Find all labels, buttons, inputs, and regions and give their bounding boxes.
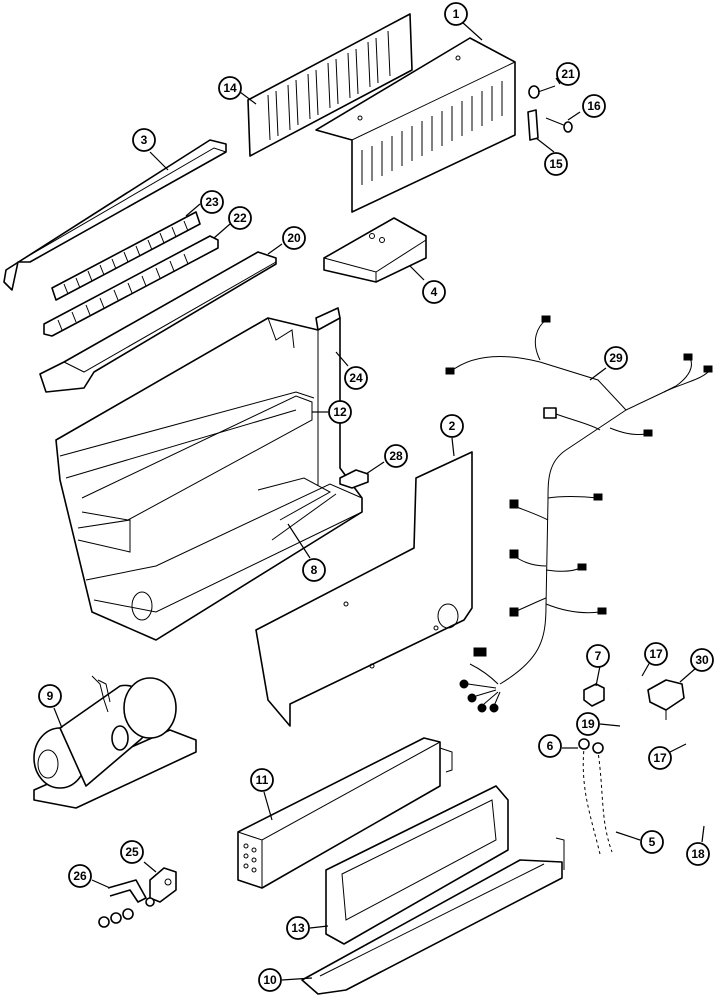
part-17-hose-lower: [668, 713, 693, 761]
svg-text:4: 4: [431, 285, 438, 299]
svg-text:16: 16: [587, 99, 601, 113]
svg-text:29: 29: [609, 351, 623, 365]
part-9-blower: [33, 675, 197, 809]
part-20-bracket: [39, 251, 277, 393]
svg-text:11: 11: [256, 773, 269, 787]
part-22-rail: [43, 235, 219, 337]
part-10-drain-pan: [301, 837, 565, 995]
svg-text:10: 10: [263, 973, 277, 987]
part-28-bracket: [339, 469, 369, 489]
part-24-duct: [315, 307, 341, 331]
callout-7: 7: [586, 644, 610, 687]
svg-text:3: 3: [141, 133, 148, 147]
part-17-hose-upper: [626, 675, 647, 691]
svg-text:22: 22: [233, 211, 247, 225]
svg-text:26: 26: [73, 869, 87, 883]
part-13-filter-frame: [325, 785, 509, 945]
part-23-strip: [51, 211, 201, 301]
callout-1: 1: [444, 2, 483, 41]
part-29-wiring-harness: [445, 315, 713, 713]
part-7-fitting: [583, 683, 605, 707]
part-25-bracket: [145, 867, 177, 907]
callout-2: 2: [440, 414, 464, 457]
svg-text:28: 28: [389, 449, 403, 463]
svg-text:25: 25: [125, 845, 139, 859]
callout-17-upper: 17: [641, 642, 668, 677]
svg-text:17: 17: [653, 751, 667, 765]
svg-text:7: 7: [595, 649, 602, 663]
part-4-control-box: [323, 217, 427, 283]
svg-text:19: 19: [581, 717, 595, 731]
part-21-screw: [528, 85, 556, 99]
callout-6: 6: [538, 734, 578, 758]
callouts: 1 21 14 16 3 15 23 22 20 4 29 24 12 2 28…: [38, 2, 714, 992]
svg-text:14: 14: [223, 81, 237, 95]
svg-text:23: 23: [205, 195, 219, 209]
svg-text:18: 18: [691, 847, 705, 861]
part-15-clip: [527, 109, 539, 141]
callout-21: 21: [555, 62, 580, 86]
callout-26: 26: [68, 864, 111, 889]
svg-text:2: 2: [449, 419, 456, 433]
callout-29: 29: [589, 346, 628, 381]
svg-text:13: 13: [291, 921, 305, 935]
callout-16: 16: [567, 94, 606, 121]
part-3-top-trim: [3, 139, 227, 291]
callout-10: 10: [258, 968, 313, 992]
svg-text:20: 20: [287, 231, 301, 245]
part-16-screw: [545, 117, 573, 133]
callout-4: 4: [409, 265, 446, 304]
svg-text:5: 5: [649, 835, 656, 849]
part-2-side-panel: [255, 451, 473, 727]
callout-24: 24: [335, 351, 368, 390]
callout-25: 25: [120, 840, 157, 873]
callout-11: 11: [250, 768, 274, 821]
part-1-front-panel: [315, 37, 516, 213]
callout-30: 30: [679, 648, 714, 683]
callout-17-lower: 17: [648, 743, 687, 770]
callout-23: 23: [185, 190, 224, 217]
part-5-flex-hose: [592, 742, 614, 853]
callout-15: 15: [535, 137, 568, 176]
part-18-hose: [698, 763, 708, 827]
callout-22: 22: [213, 206, 252, 239]
part-30-valve: [647, 679, 685, 720]
part-6-flex-hose: [578, 738, 602, 855]
svg-text:21: 21: [561, 67, 575, 81]
callout-12: 12: [312, 400, 352, 424]
callout-5: 5: [615, 830, 664, 854]
svg-text:6: 6: [547, 739, 554, 753]
part-11-coil: [237, 737, 453, 889]
svg-text:24: 24: [349, 371, 363, 385]
svg-text:8: 8: [311, 563, 318, 577]
callout-13: 13: [286, 916, 329, 940]
svg-text:1: 1: [453, 7, 460, 21]
callout-20: 20: [267, 226, 306, 255]
callout-18: 18: [686, 825, 710, 866]
callout-14: 14: [218, 76, 257, 105]
svg-text:12: 12: [333, 405, 347, 419]
svg-text:17: 17: [649, 647, 663, 661]
part-26-bracket: [98, 879, 147, 928]
callout-8: 8: [287, 523, 326, 582]
callout-28: 28: [365, 444, 408, 475]
callout-9: 9: [38, 684, 63, 729]
callout-3: 3: [132, 128, 169, 171]
callout-19: 19: [576, 712, 621, 736]
part-14-grille-insert: [247, 13, 413, 157]
part-19-hose: [620, 707, 638, 807]
svg-text:9: 9: [47, 689, 54, 703]
svg-text:15: 15: [549, 157, 563, 171]
svg-text:30: 30: [695, 653, 709, 667]
